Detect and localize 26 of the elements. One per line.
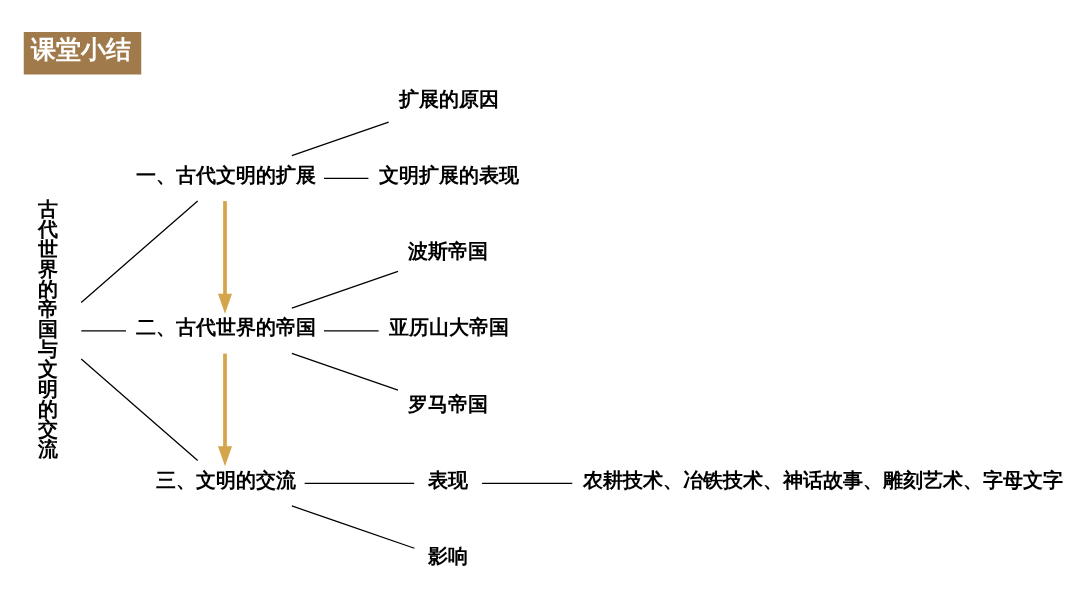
connector [481,482,573,484]
node-text: 扩展的原因 [398,86,499,110]
node-text: 农耕技术、冶铁技术、神话故事、雕刻艺术、字母文字 [582,467,1063,492]
node-text: 三、文明的交流 [155,467,296,492]
node-text: 二、古代世界的帝国 [136,314,317,339]
connector [291,270,399,309]
node-text: 亚历山大帝国 [388,314,509,339]
connector [291,504,415,549]
connector [291,121,390,156]
node-text: 古代世界的帝国与文明的交流 [37,196,58,460]
connector [80,199,199,303]
node-text: 影响 [428,543,469,568]
node-text: 一、古代文明的扩展 [136,162,317,187]
node-text: 表现 [428,467,469,492]
node-text: 罗马帝国 [408,391,489,415]
connector [304,482,415,484]
connector [323,329,380,331]
connector [291,352,399,391]
diagram-title: 课堂小结 [31,34,132,64]
node-text: 波斯帝国 [408,238,489,263]
arrow [218,200,233,314]
connector [80,329,127,331]
connector [80,357,199,461]
connector [323,177,370,179]
node-text: 文明扩展的表现 [378,162,519,187]
arrow [218,353,233,466]
